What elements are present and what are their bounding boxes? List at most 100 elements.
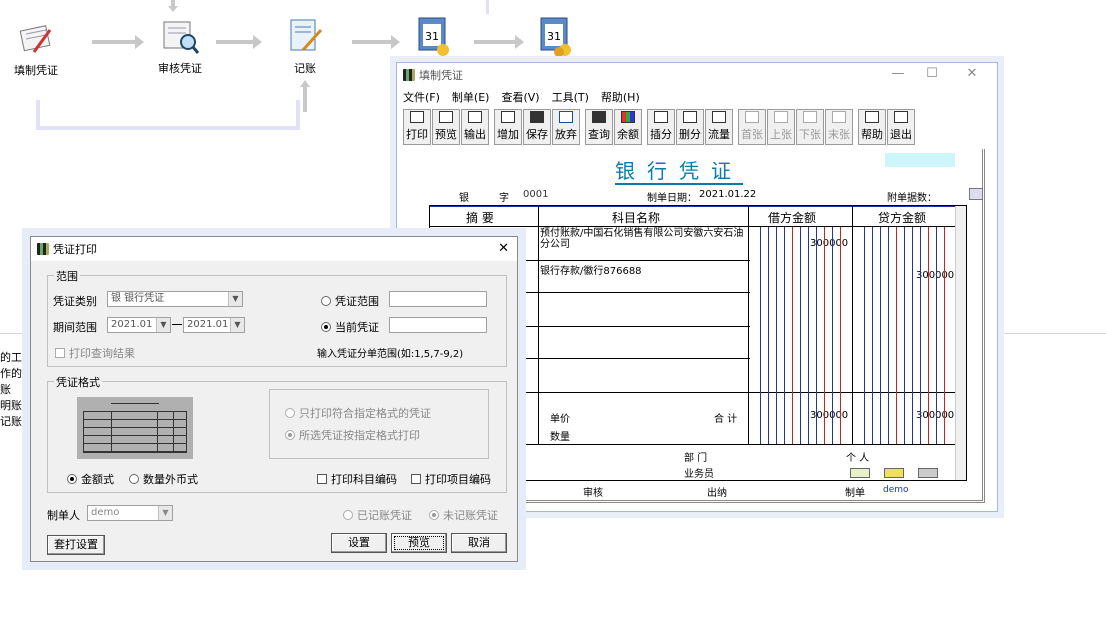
- radio-label: 金额式: [81, 473, 114, 486]
- voucher-range-radio[interactable]: 凭证范围: [321, 293, 379, 309]
- period-to-select[interactable]: 2021.01▼: [183, 317, 245, 333]
- voucher-range-input[interactable]: [389, 291, 487, 307]
- note-icon[interactable]: [884, 468, 904, 478]
- header-credit: 贷方金额: [878, 211, 927, 225]
- radio-icon: [67, 474, 77, 484]
- attachment-icon[interactable]: [918, 468, 938, 478]
- balance-chart-icon: [621, 111, 635, 123]
- exit-button[interactable]: 退出: [887, 109, 915, 145]
- tool-label: 下张: [799, 128, 821, 141]
- delete-row-button[interactable]: 删分: [676, 109, 704, 145]
- prev-button[interactable]: 上张: [767, 109, 795, 145]
- flow-node-fill-voucher[interactable]: 填制凭证: [8, 18, 64, 78]
- flow-node-calendar[interactable]: 31: [410, 14, 456, 58]
- save-icon: [530, 111, 544, 123]
- prev-icon: [774, 111, 788, 123]
- print-account-code-checkbox[interactable]: 打印科目编码: [317, 471, 397, 487]
- row-debit[interactable]: 300000: [810, 238, 849, 249]
- preview-button[interactable]: 预览: [391, 533, 447, 553]
- menu-view[interactable]: 查看(V): [501, 91, 540, 104]
- close-button[interactable]: ✕: [966, 66, 978, 81]
- unposted-voucher-radio[interactable]: 未记账凭证: [429, 507, 498, 523]
- voucher-date[interactable]: 2021.01.22: [699, 189, 757, 200]
- last-button[interactable]: 末张: [825, 109, 853, 145]
- total-credit: 300000: [916, 410, 954, 421]
- voucher-window-titlebar: 填制凭证 — ☐ ✕: [397, 63, 997, 87]
- tool-label: 插分: [650, 128, 672, 141]
- undo-button[interactable]: 放弃: [552, 109, 580, 145]
- preview-button[interactable]: 预览: [432, 109, 460, 145]
- toolbar: 打印 预览 输出 增加 保存 放弃 查询 余额 插分 删分 流量 首张 上张 下…: [397, 107, 997, 147]
- maker-value: demo: [91, 507, 120, 518]
- menu-tools[interactable]: 工具(T): [551, 91, 589, 104]
- period-from-value: 2021.01: [111, 319, 153, 330]
- voucher-type-select[interactable]: 银 银行凭证▼: [107, 291, 243, 307]
- chevron-down-icon: ▼: [230, 318, 244, 332]
- quantity-label: 数量: [550, 432, 570, 443]
- cashflow-button[interactable]: 流量: [705, 109, 733, 145]
- flow-node-calendar-money[interactable]: 31: [532, 14, 578, 58]
- tool-label: 首张: [741, 128, 763, 141]
- voucher-title: 银行凭证: [615, 159, 743, 183]
- minimize-button[interactable]: —: [891, 66, 905, 81]
- maximize-button[interactable]: ☐: [926, 66, 938, 81]
- current-voucher-input[interactable]: [389, 317, 487, 333]
- save-button[interactable]: 保存: [523, 109, 551, 145]
- template-settings-button[interactable]: 套打设置: [47, 535, 105, 555]
- flow-connector: [486, 0, 489, 14]
- format-qty-fx-radio[interactable]: 数量外币式: [129, 471, 198, 487]
- period-from-select[interactable]: 2021.01▼: [107, 317, 171, 333]
- voucher-number[interactable]: 0001: [523, 189, 549, 200]
- flow-node-review-voucher[interactable]: 审核凭证: [152, 16, 208, 76]
- format-preview-image: [77, 397, 193, 459]
- left-partial-text: 明账: [0, 399, 22, 412]
- flow-arrow-3: [352, 35, 400, 49]
- total-debit: 300000: [810, 410, 849, 421]
- card-icon[interactable]: [850, 468, 870, 478]
- voucher-scrollbar[interactable]: [955, 206, 966, 480]
- insert-row-button[interactable]: 插分: [647, 109, 675, 145]
- flow-node-label: 审核凭证: [158, 62, 202, 75]
- settings-button[interactable]: 设置: [331, 533, 387, 553]
- radio-icon: [129, 474, 139, 484]
- cancel-button[interactable]: 取消: [451, 533, 507, 553]
- voucher-type[interactable]: 银: [459, 193, 469, 204]
- radio-icon: [343, 510, 353, 520]
- print-item-code-checkbox[interactable]: 打印项目编码: [411, 471, 491, 487]
- print-query-result-checkbox[interactable]: 打印查询结果: [55, 345, 135, 361]
- flow-arrowhead: [168, 6, 178, 12]
- help-button[interactable]: 帮助: [858, 109, 886, 145]
- posted-voucher-radio[interactable]: 已记账凭证: [343, 507, 412, 523]
- flow-loop-line: [36, 100, 300, 130]
- only-print-matching-radio[interactable]: 只打印符合指定格式的凭证: [285, 405, 431, 421]
- header-account: 科目名称: [612, 211, 661, 225]
- row-credit[interactable]: 300000: [916, 270, 954, 281]
- flow-node-post-ledger[interactable]: 记账: [280, 16, 330, 76]
- radio-label: 所选凭证按指定格式打印: [299, 429, 420, 442]
- app-icon: [403, 69, 415, 81]
- search-icon[interactable]: [969, 188, 983, 200]
- flow-node-label: 填制凭证: [14, 64, 58, 77]
- menu-help[interactable]: 帮助(H): [600, 91, 640, 104]
- query-button[interactable]: 查询: [585, 109, 613, 145]
- help-icon: [865, 111, 879, 123]
- maker-select[interactable]: demo▼: [87, 505, 173, 521]
- format-amount-radio[interactable]: 金额式: [67, 471, 114, 487]
- first-button[interactable]: 首张: [738, 109, 766, 145]
- fill-voucher-icon: [16, 18, 56, 58]
- current-voucher-radio[interactable]: 当前凭证: [321, 319, 379, 335]
- radio-label: 当前凭证: [335, 321, 379, 334]
- print-button[interactable]: 打印: [403, 109, 431, 145]
- row-account[interactable]: 银行存款/徽行876688: [540, 266, 642, 277]
- calendar-money-icon: 31: [535, 14, 575, 57]
- print-by-selected-radio[interactable]: 所选凭证按指定格式打印: [285, 427, 420, 443]
- balance-button[interactable]: 余额: [614, 109, 642, 145]
- add-button[interactable]: 增加: [494, 109, 522, 145]
- menu-file[interactable]: 文件(F): [403, 91, 440, 104]
- dialog-close-button[interactable]: ✕: [498, 241, 509, 256]
- tool-label: 余额: [617, 128, 639, 141]
- export-button[interactable]: 输出: [461, 109, 489, 145]
- row-account[interactable]: 预付账款/中国石化销售有限公司安徽六安石油分公司: [540, 228, 744, 250]
- next-button[interactable]: 下张: [796, 109, 824, 145]
- menu-make[interactable]: 制单(E): [451, 91, 490, 104]
